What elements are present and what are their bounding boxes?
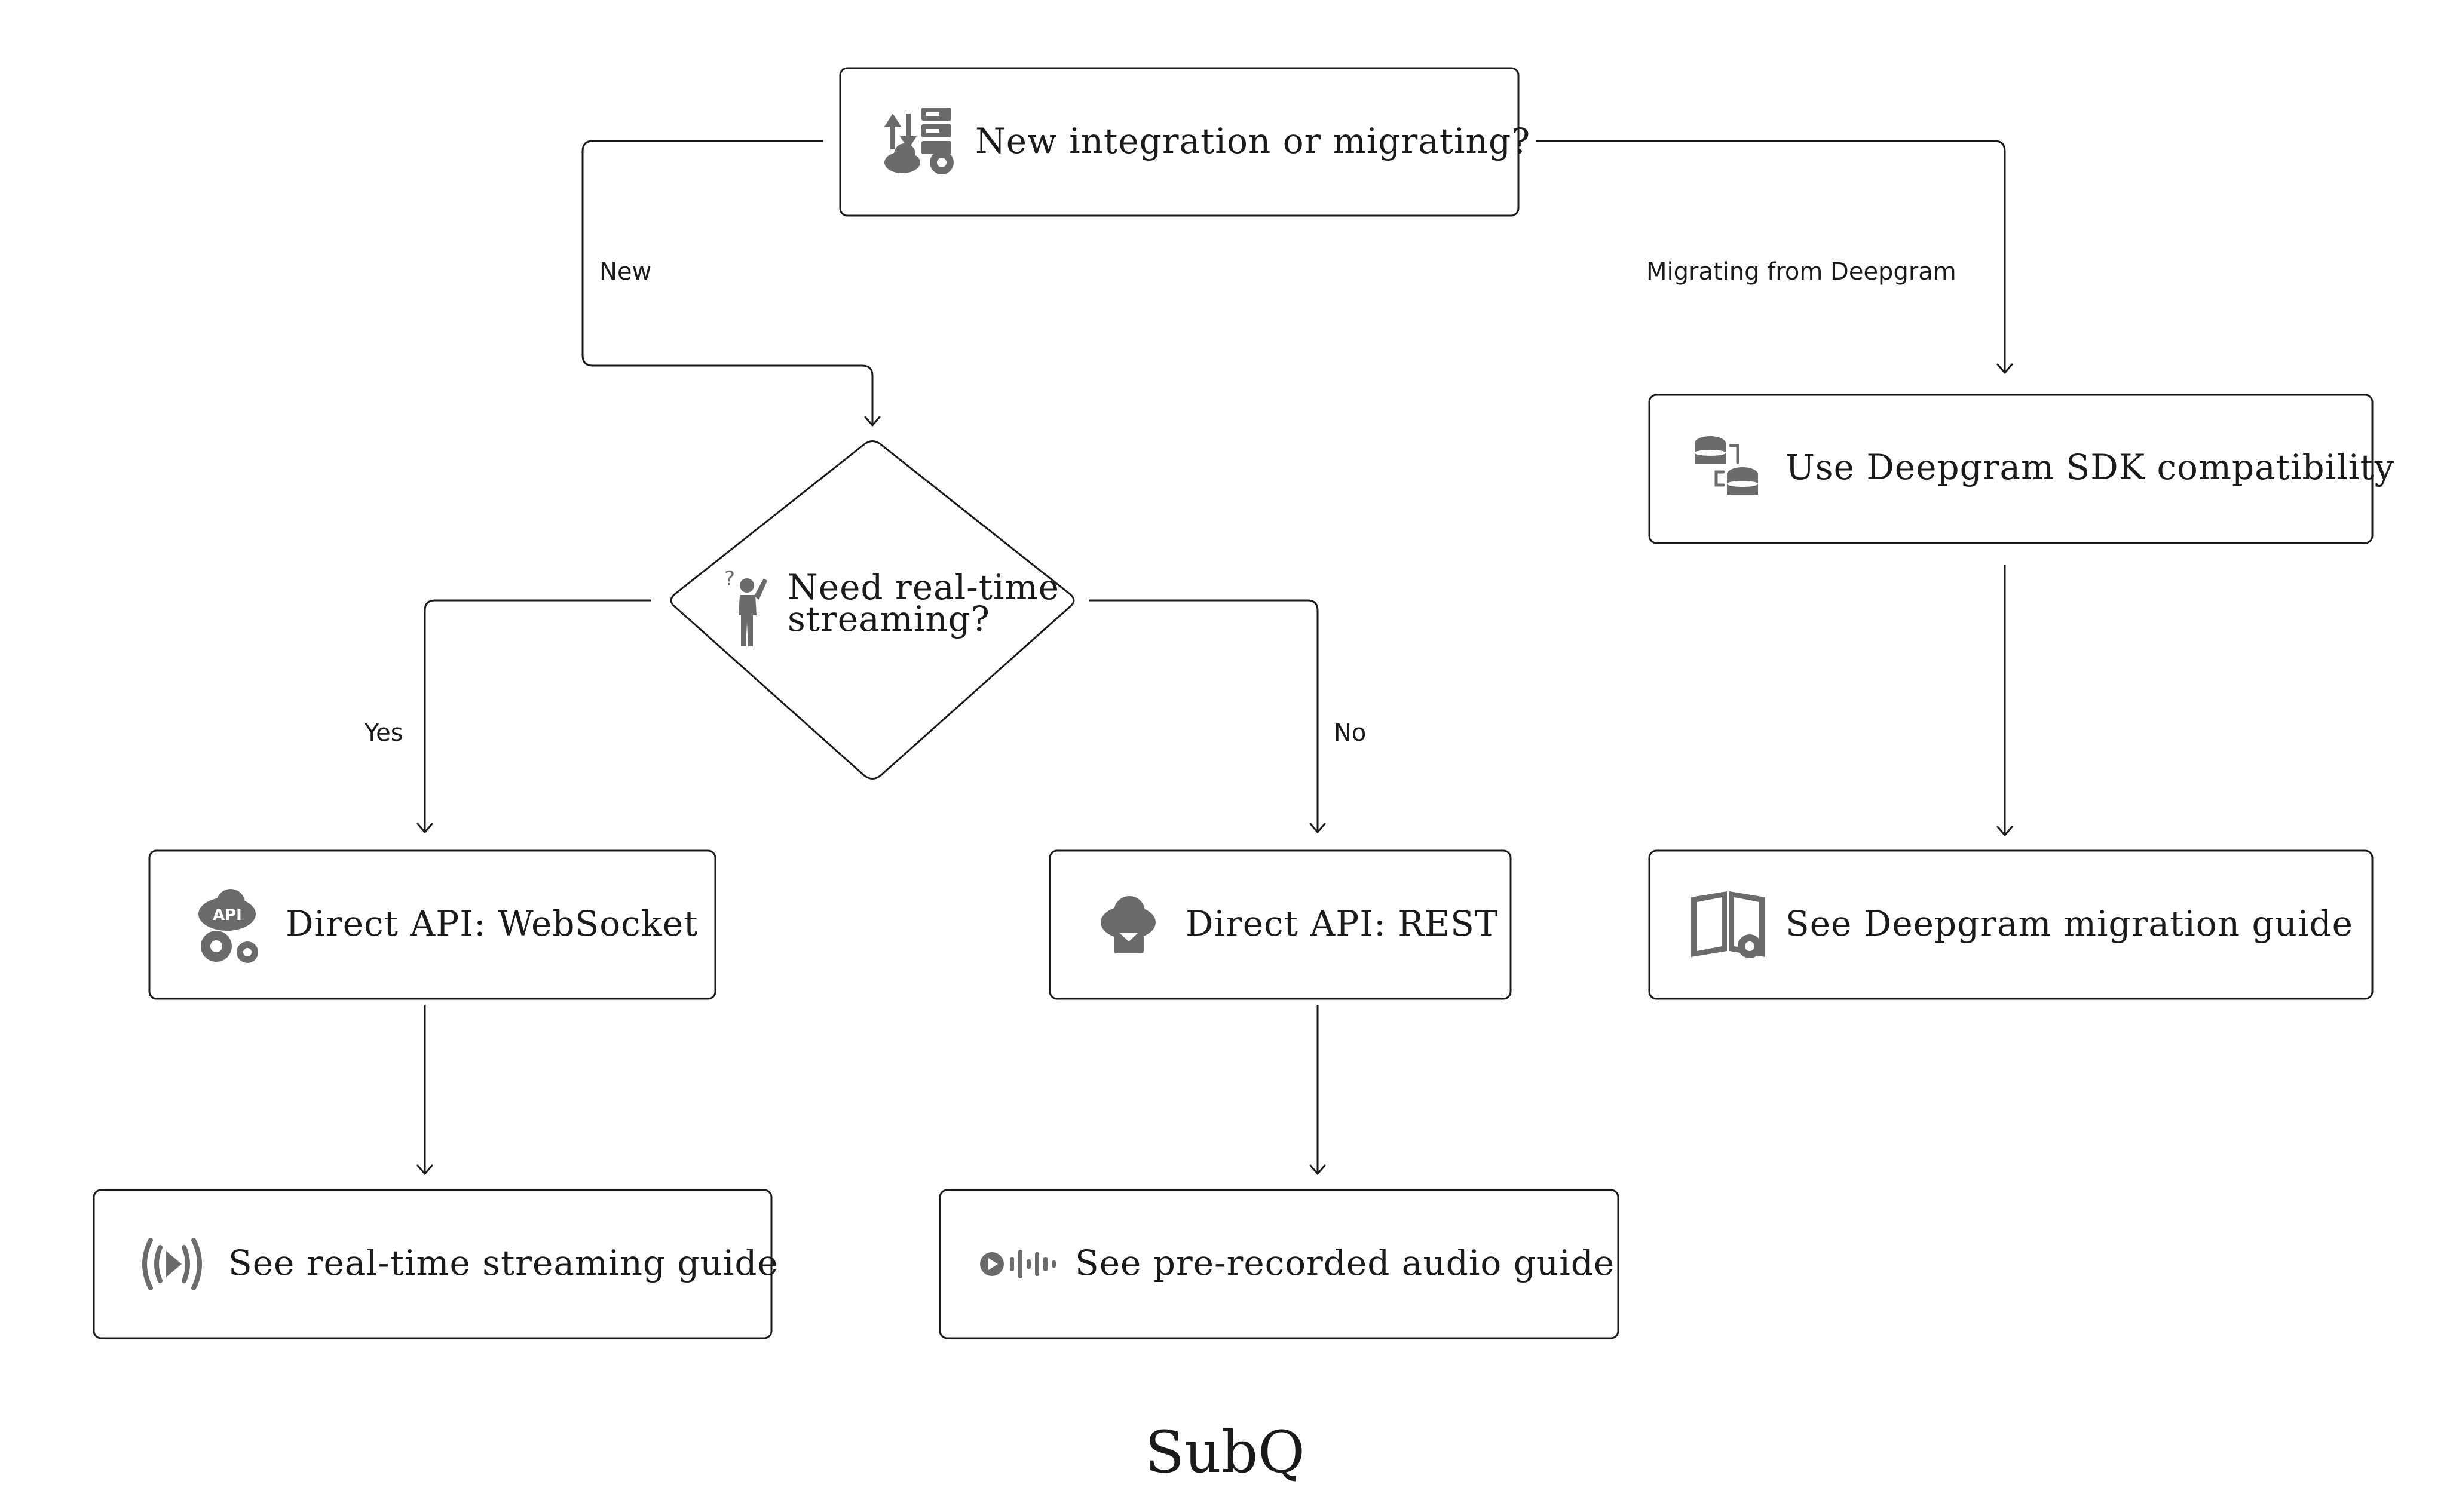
node-deepgram-compat: Use Deepgram SDK compatibility [1648, 394, 2394, 544]
edge-label-new: New [599, 258, 651, 286]
broadcast-play-icon [142, 1238, 202, 1290]
arrowhead-websocket-guide [416, 1164, 433, 1175]
edge-migrating [1536, 140, 2006, 373]
edges [416, 140, 2013, 1175]
edge-yes [424, 599, 651, 832]
node-realtime-question-line1: Need real-time [788, 567, 1059, 608]
edge-label-no: No [1334, 719, 1366, 747]
audio-waveform-icon [980, 1250, 1056, 1278]
edge-new [581, 140, 874, 425]
edge-label-yes: Yes [364, 719, 403, 747]
node-prerecorded-guide: See pre-recorded audio guide [939, 1189, 1619, 1339]
svg-text:?: ? [724, 567, 735, 591]
node-deepgram-compat-label: Use Deepgram SDK compatibility [1786, 447, 2394, 487]
api-cloud-gears-icon: API [198, 889, 258, 963]
subq-logo: SubQ [1145, 1419, 1305, 1486]
confused-person-icon: ? [724, 567, 767, 646]
node-migration-guide-label: See Deepgram migration guide [1786, 903, 2353, 944]
node-websocket-label: Direct API: WebSocket [286, 903, 698, 944]
database-sync-icon [1695, 436, 1758, 495]
book-gear-icon [1691, 891, 1765, 958]
arrowhead-yes [416, 823, 433, 833]
node-rest: Direct API: REST [1049, 849, 1512, 1000]
arrowhead-migrating [1996, 363, 2013, 374]
server-migration-icon [884, 108, 954, 174]
arrowhead-new [864, 416, 881, 427]
edge-no [1089, 599, 1319, 832]
node-streaming-guide: See real-time streaming guide [93, 1189, 779, 1339]
svg-text:API: API [213, 906, 242, 924]
arrowhead-rest-guide [1309, 1164, 1326, 1175]
node-start: New integration or migrating? [839, 67, 1530, 217]
node-prerecorded-guide-label: See pre-recorded audio guide [1075, 1243, 1615, 1283]
node-rest-label: Direct API: REST [1186, 903, 1499, 944]
node-migration-guide: See Deepgram migration guide [1648, 849, 2374, 1000]
edge-label-migrating: Migrating from Deepgram [1646, 258, 1956, 286]
node-realtime-question-line2: streaming? [788, 599, 990, 639]
node-start-label: New integration or migrating? [975, 121, 1530, 161]
cloud-download-icon [1101, 896, 1156, 953]
node-streaming-guide-label: See real-time streaming guide [228, 1243, 779, 1283]
node-websocket: API Direct API: WebSocket [148, 849, 716, 1000]
arrowhead-no [1309, 823, 1326, 833]
node-realtime-question: ? Need real-time streaming? [670, 440, 1075, 780]
arrowhead-compat-guide [1996, 826, 2013, 836]
